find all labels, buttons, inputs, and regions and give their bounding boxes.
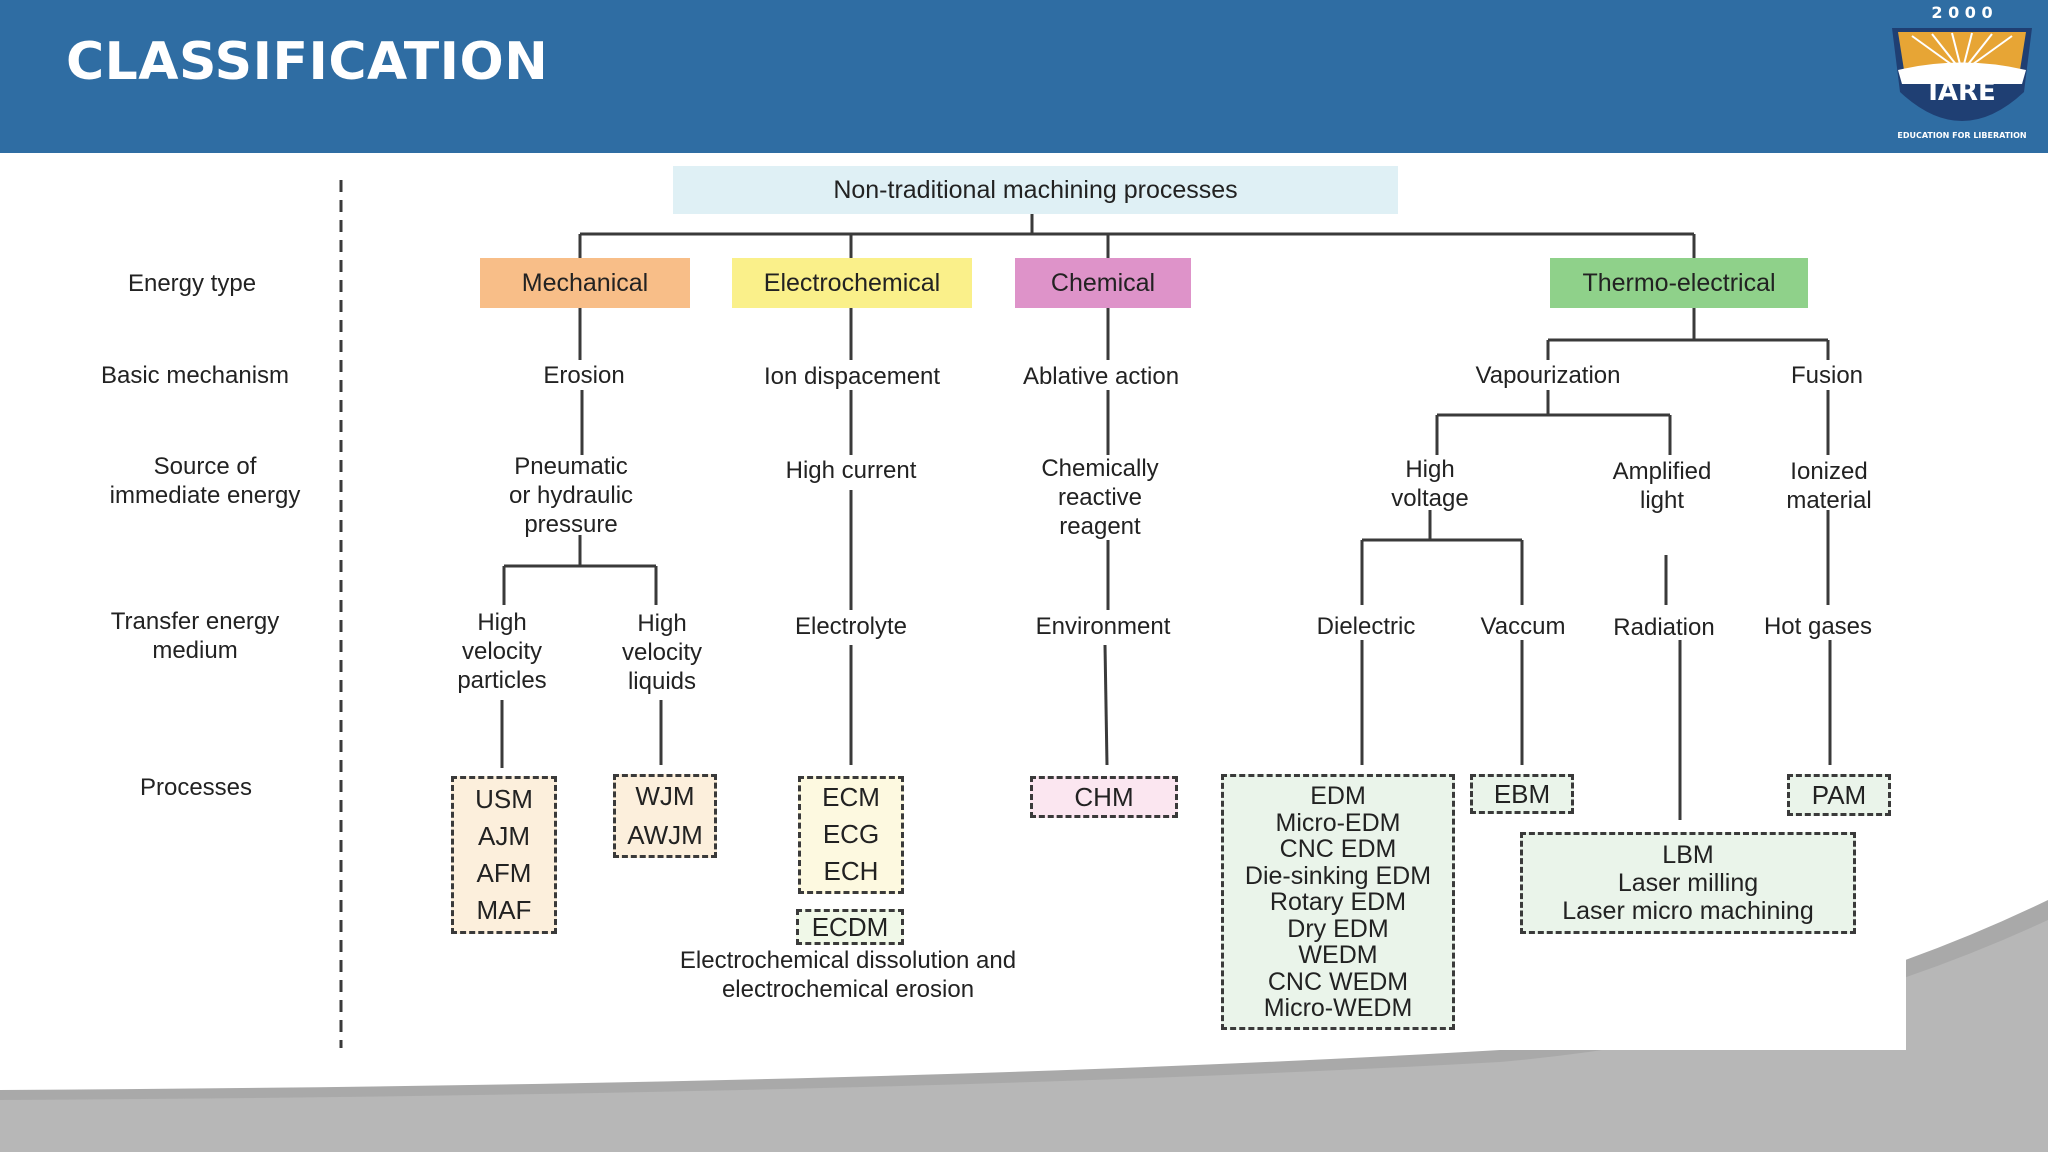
node-line: High [1405, 456, 1455, 483]
process-box-ecm-group: ECM ECG ECH [798, 776, 904, 894]
node-line: particles [457, 667, 547, 694]
process-item: AFM [476, 858, 532, 888]
node-line: or hydraulic [508, 482, 634, 509]
medium-dielectric: Dielectric [1316, 613, 1416, 640]
node-line: reagent [1059, 513, 1141, 540]
logo-name: IARE [1928, 77, 1996, 107]
mechanism-erosion: Erosion [543, 362, 625, 389]
row-label-line: medium [152, 637, 238, 664]
row-label-source-energy: Source of immediate energy [110, 452, 301, 510]
node-line: material [1786, 487, 1872, 514]
row-label-energy-type: Energy type [127, 270, 257, 297]
source-chemically-reactive: Chemically reactive reagent [1041, 454, 1158, 541]
node-line: Pneumatic [514, 453, 628, 480]
row-label-basic-mechanism: Basic mechanism [100, 362, 290, 389]
process-item: MAF [476, 895, 532, 925]
process-item: LBM [1662, 841, 1714, 869]
process-item: AJM [478, 821, 530, 851]
logo-year: 2 0 0 0 [1931, 3, 1992, 22]
node-line: electrochemical erosion [721, 976, 975, 1003]
process-box-chm: CHM [1030, 776, 1178, 818]
process-box-ebm: EBM [1470, 774, 1574, 814]
mechanism-vapourization: Vapourization [1475, 362, 1621, 389]
row-label-line: Transfer energy [110, 608, 280, 635]
mechanism-ion-displacement: Ion dispacement [763, 363, 941, 390]
process-item: Micro-WEDM [1263, 994, 1413, 1022]
medium-environment: Environment [1035, 613, 1171, 640]
process-box-usm-group: USM AJM AFM MAF [451, 776, 557, 934]
ecdm-description: Electrochemical dissolution and electroc… [680, 946, 1016, 1004]
row-label-line: Source of [153, 453, 257, 480]
node-line: reactive [1057, 484, 1143, 511]
node-line: High [637, 610, 687, 637]
node-line: velocity [621, 639, 703, 666]
mechanism-ablative-action: Ablative action [1022, 363, 1180, 390]
category-thermo-electrical: Thermo-electrical [1550, 258, 1808, 308]
process-box-edm-group: EDM Micro-EDM CNC EDM Die-sinking EDM Ro… [1221, 774, 1455, 1030]
category-electrochemical: Electrochemical [732, 258, 972, 308]
source-high-voltage: High voltage [1391, 455, 1468, 513]
process-item: USM [475, 784, 533, 814]
process-item: Dry EDM [1287, 914, 1389, 943]
slide-header [0, 0, 2048, 153]
process-box-pam: PAM [1787, 774, 1891, 816]
process-item: AWJM [627, 820, 703, 850]
process-item: ECG [822, 819, 880, 849]
iare-logo: 2 0 0 0 IARE EDUCATION FOR LIBERATION [1892, 3, 2032, 140]
medium-vaccum: Vaccum [1480, 613, 1566, 640]
node-line: Electrochemical dissolution and [679, 947, 1017, 974]
medium-hv-liquids: High velocity liquids [622, 609, 702, 696]
process-item: CNC EDM [1279, 835, 1397, 863]
node-line: liquids [627, 668, 697, 695]
process-item: CNC WEDM [1267, 967, 1409, 996]
process-item: Laser micro machining [1562, 897, 1814, 925]
source-ionized-material: Ionized material [1786, 457, 1871, 515]
process-item: Micro-EDM [1275, 808, 1401, 837]
process-box-lbm-group: LBM Laser milling Laser micro machining [1520, 832, 1856, 934]
node-line: Amplified [1612, 458, 1712, 485]
node-line: light [1639, 487, 1685, 514]
logo-motto: EDUCATION FOR LIBERATION [1897, 131, 2026, 140]
process-box-wjm-group: WJM AWJM [613, 774, 717, 858]
process-item: WJM [635, 781, 695, 811]
process-item: EDM [1310, 782, 1366, 810]
source-amplified-light: Amplified light [1613, 457, 1712, 515]
process-item: Laser milling [1617, 869, 1759, 897]
medium-hv-particles: High velocity particles [457, 608, 546, 695]
medium-electrolyte: Electrolyte [794, 613, 908, 640]
category-mechanical: Mechanical [480, 258, 690, 308]
node-line: Ionized [1790, 458, 1868, 485]
source-pneumatic: Pneumatic or hydraulic pressure [509, 452, 633, 539]
process-box-ecdm: ECDM [796, 909, 904, 945]
process-item: ECM [822, 782, 880, 812]
medium-radiation: Radiation [1613, 614, 1715, 641]
node-line: Chemically [1041, 455, 1159, 482]
process-item: Rotary EDM [1269, 888, 1407, 916]
row-label-line: immediate energy [109, 482, 301, 509]
medium-hot-gases: Hot gases [1763, 613, 1873, 640]
node-line: pressure [524, 511, 618, 538]
slide-title: CLASSIFICATION [66, 32, 549, 92]
source-high-current: High current [785, 457, 917, 484]
row-label-transfer-medium: Transfer energy medium [111, 607, 280, 665]
mechanism-fusion: Fusion [1790, 362, 1864, 389]
process-item: WEDM [1298, 941, 1378, 969]
node-line: velocity [461, 638, 543, 665]
process-item: ECH [823, 856, 879, 886]
row-label-processes: Processes [139, 774, 253, 801]
root-node: Non-traditional machining processes [673, 166, 1398, 214]
category-chemical: Chemical [1015, 258, 1191, 308]
node-line: High [477, 609, 527, 636]
node-line: voltage [1391, 485, 1469, 512]
process-item: Die-sinking EDM [1244, 861, 1432, 890]
